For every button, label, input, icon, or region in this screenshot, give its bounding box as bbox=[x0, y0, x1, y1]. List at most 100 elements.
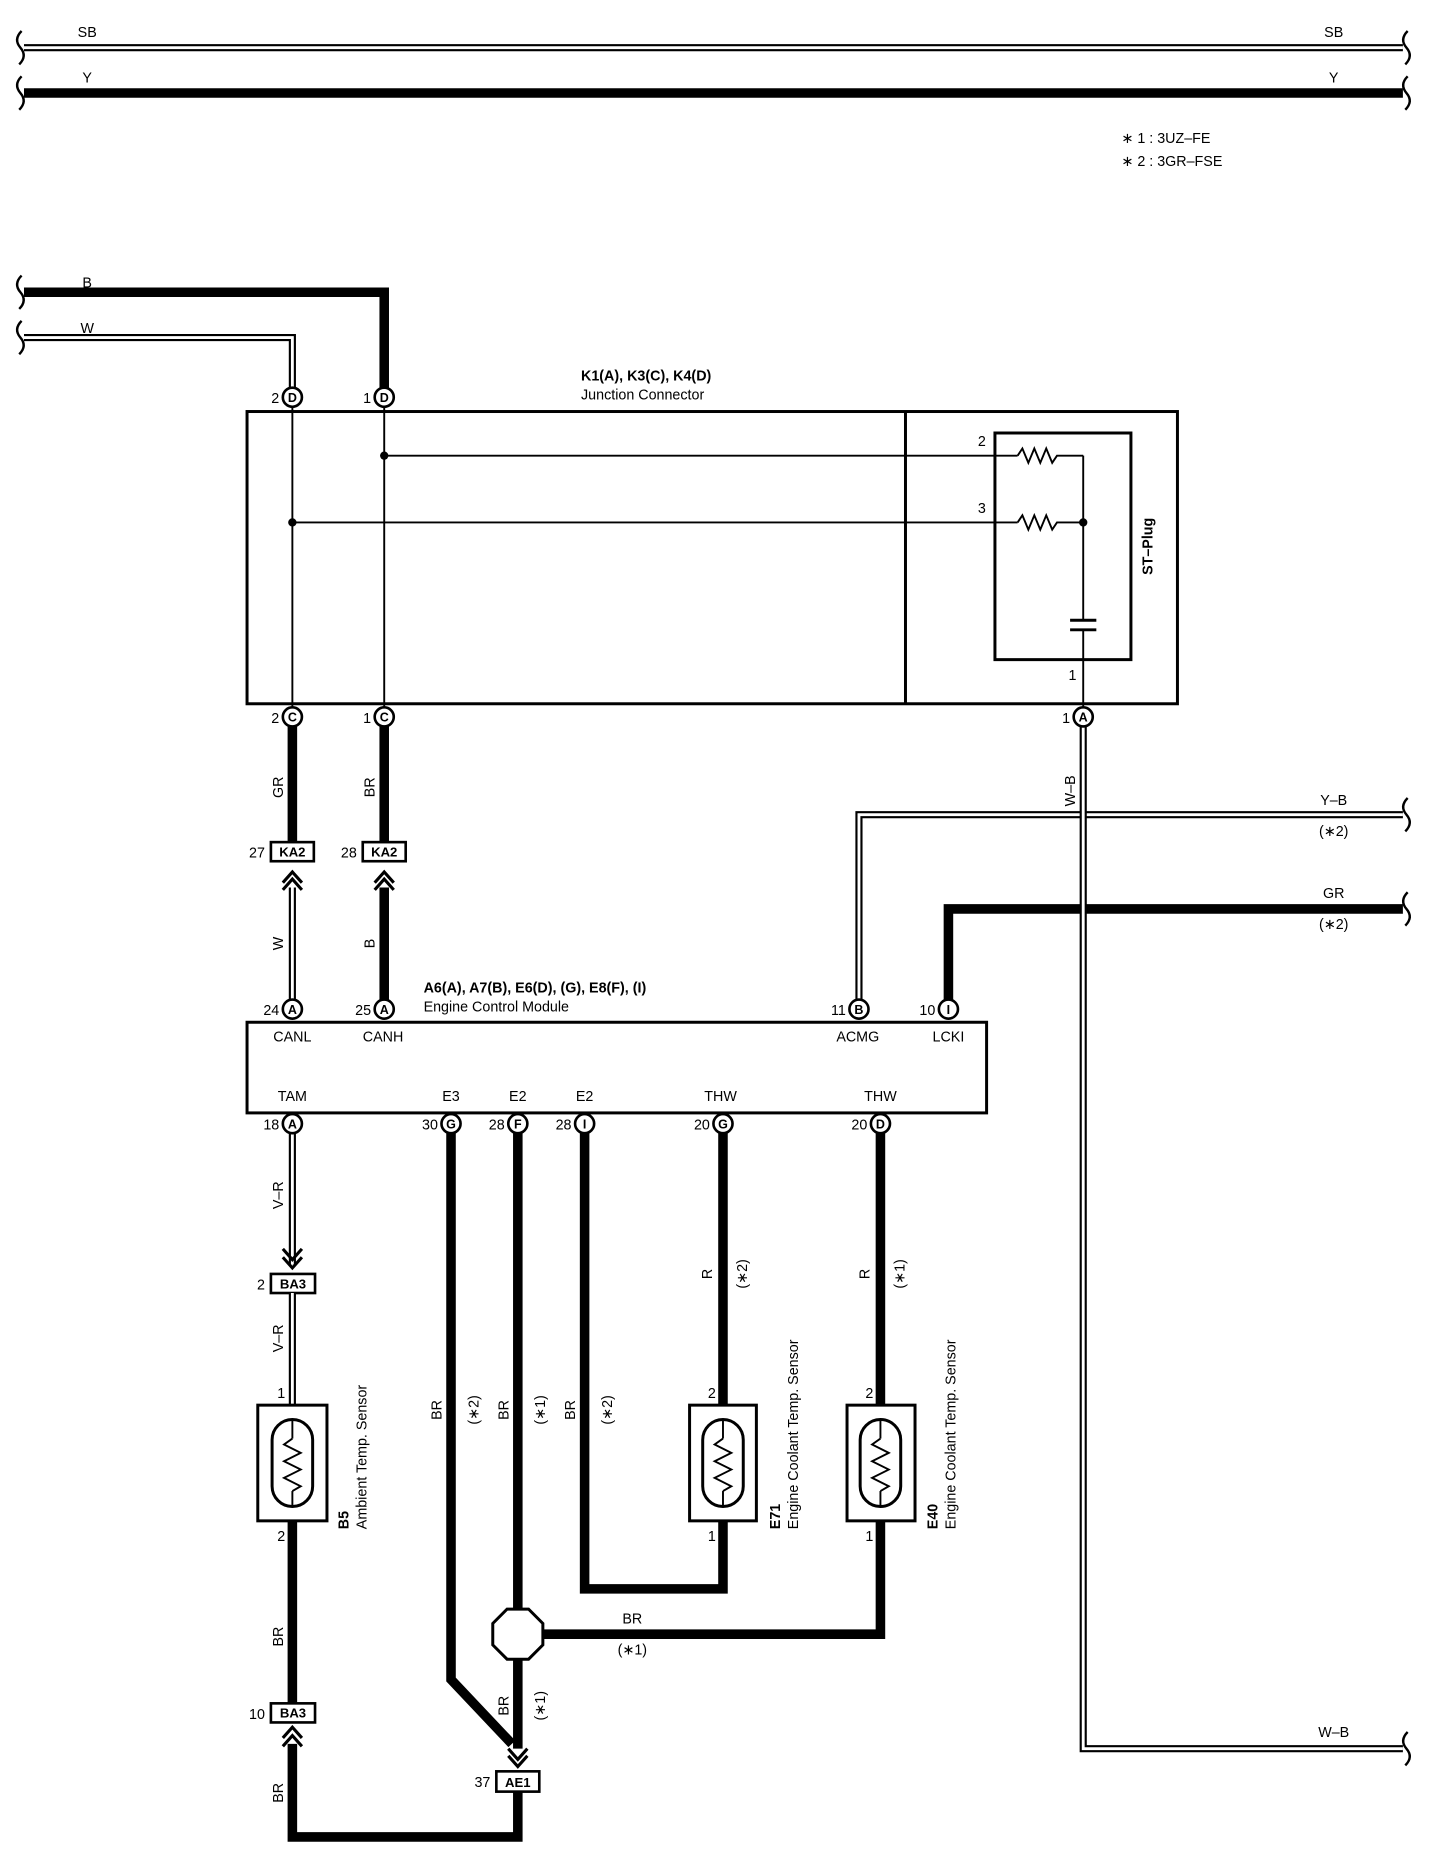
wire-label-y-right: Y bbox=[1329, 70, 1339, 86]
ecm-signal: E2 bbox=[509, 1089, 527, 1105]
wire-note: (∗2) bbox=[466, 1395, 482, 1424]
ecm-signal: TAM bbox=[278, 1089, 307, 1105]
ecm-pins: A 24 A 25 B 11 I 10 A 18 G 30 F 28 I 28 … bbox=[263, 998, 960, 1135]
pin-circle bbox=[573, 1112, 596, 1135]
pin-letter: C bbox=[288, 711, 297, 725]
pin-number: 28 bbox=[556, 1118, 572, 1134]
wire-label-br: BR bbox=[429, 1400, 445, 1420]
pin-circle bbox=[281, 386, 304, 409]
connector-label: BA3 bbox=[280, 1276, 306, 1291]
wire-label-br: BR bbox=[363, 777, 379, 797]
wire-break-mark bbox=[1401, 1731, 1411, 1767]
ecm-signal: E3 bbox=[442, 1089, 460, 1105]
wire-note: (∗1) bbox=[892, 1259, 908, 1288]
pin-letter: G bbox=[718, 1117, 728, 1131]
pin-number: 10 bbox=[919, 1003, 935, 1019]
pin-letter: A bbox=[288, 1117, 297, 1131]
junction-dot bbox=[288, 518, 297, 527]
ecm-signal: CANL bbox=[273, 1029, 311, 1045]
wire-label-b: B bbox=[82, 275, 92, 291]
sensor-name: Ambient Temp. Sensor bbox=[354, 1385, 370, 1530]
ecm-name: Engine Control Module bbox=[424, 1000, 569, 1016]
pin-number: 11 bbox=[831, 1003, 846, 1019]
connector-ka2 bbox=[269, 840, 316, 863]
wire-label-br: BR bbox=[271, 1627, 287, 1647]
pin-letter: F bbox=[514, 1117, 522, 1131]
wire-note: (∗1) bbox=[618, 1642, 647, 1658]
wire-w-b bbox=[1079, 726, 1403, 1753]
wire-br-e2-i bbox=[579, 1133, 728, 1594]
pin-circle bbox=[937, 998, 960, 1020]
junction-dot bbox=[1079, 518, 1088, 527]
sensor-code: B5 bbox=[336, 1511, 352, 1529]
ecm-body bbox=[245, 1020, 989, 1115]
wire-break-mark bbox=[15, 274, 25, 310]
ecm-signal: LCKI bbox=[933, 1029, 965, 1045]
chevron-down-icon bbox=[507, 1754, 529, 1769]
wire-break-mark bbox=[15, 75, 25, 111]
pin-letter: A bbox=[1079, 711, 1088, 725]
chevron-down-icon bbox=[507, 1747, 529, 1762]
wire-label-gr: GR bbox=[271, 777, 287, 798]
sensor-element bbox=[701, 1417, 745, 1509]
pin-circle bbox=[440, 1112, 462, 1135]
connector-pin-number: 27 bbox=[249, 846, 265, 862]
pin-letter: D bbox=[288, 391, 297, 405]
connector-ba3 bbox=[269, 1702, 317, 1724]
pin-letter: I bbox=[583, 1117, 586, 1131]
pin-number: 20 bbox=[694, 1118, 710, 1134]
wire-b-input bbox=[23, 287, 389, 389]
ecm-signal: ACMG bbox=[836, 1029, 879, 1045]
thermistor-symbol bbox=[712, 1437, 734, 1492]
connector-label: KA2 bbox=[371, 844, 397, 859]
wire-label-w: W bbox=[271, 936, 287, 950]
sensor-pin-top: 1 bbox=[277, 1386, 285, 1402]
pin-letter: A bbox=[288, 1003, 297, 1017]
connector-pin-number: 37 bbox=[474, 1775, 490, 1791]
pin-letter: D bbox=[876, 1117, 885, 1131]
wire-break-mark bbox=[1401, 30, 1411, 66]
resistor-symbol bbox=[1016, 512, 1084, 533]
coolant-sensor-e40: R (∗1) 2 1 E40 Engine Coolant Temp. Sens… bbox=[845, 1133, 960, 1545]
st-plug-terminal-1: 1 bbox=[1069, 668, 1077, 684]
pin-circle bbox=[373, 386, 396, 409]
wire-note-y-b: (∗2) bbox=[1319, 824, 1348, 840]
wire-label-br: BR bbox=[496, 1696, 512, 1716]
wire-w-input-core bbox=[23, 336, 294, 389]
wire-note-gr: (∗2) bbox=[1319, 917, 1348, 933]
chevron-down-icon bbox=[281, 1247, 304, 1262]
pin-letter: I bbox=[947, 1003, 950, 1017]
wire-note: (∗2) bbox=[735, 1259, 751, 1288]
wire-label-gr: GR bbox=[1323, 886, 1344, 902]
junction-input-wires: B W bbox=[15, 274, 389, 389]
pin-number: 2 bbox=[271, 391, 279, 407]
junction-pins: D 2 D 1 C 2 C 1 A 1 bbox=[271, 386, 1095, 728]
wire-label-br: BR bbox=[271, 1783, 287, 1803]
st-plug: 2 3 1 ST–Plug bbox=[978, 431, 1156, 708]
wire-label-v-r: V–R bbox=[271, 1324, 287, 1352]
wire-br-return bbox=[287, 1743, 523, 1842]
wire-note: (∗2) bbox=[600, 1395, 616, 1424]
connector-label: BA3 bbox=[280, 1706, 306, 1721]
pin-letter: A bbox=[380, 1003, 389, 1017]
st-plug-label: ST–Plug bbox=[1140, 518, 1156, 575]
pin-letter: B bbox=[854, 1003, 863, 1017]
pin-circle bbox=[373, 706, 396, 728]
connector-pin-number: 28 bbox=[341, 846, 357, 862]
pin-number: 1 bbox=[1062, 711, 1070, 727]
top-bus: SB SB Y Y bbox=[15, 25, 1411, 111]
sensor-pin-bottom: 1 bbox=[708, 1529, 716, 1545]
pin-number: 18 bbox=[263, 1118, 279, 1134]
st-plug-box bbox=[993, 431, 1133, 662]
pin-circle bbox=[848, 998, 870, 1020]
wire-label-b: B bbox=[363, 939, 379, 949]
chevron-up-icon bbox=[281, 876, 304, 891]
ambient-circuit: V–R BA3 2 V–R 1 2 B5 Ambient Temp. Senso… bbox=[249, 1133, 523, 1842]
wire-br-e3 bbox=[446, 1133, 516, 1748]
wire-label-y-b: Y–B bbox=[1320, 793, 1347, 809]
wire-note: (∗1) bbox=[533, 1691, 549, 1720]
pin-circle bbox=[506, 1112, 529, 1135]
wire-note: (∗1) bbox=[533, 1395, 549, 1424]
sensor-pin-bottom: 2 bbox=[277, 1529, 285, 1545]
